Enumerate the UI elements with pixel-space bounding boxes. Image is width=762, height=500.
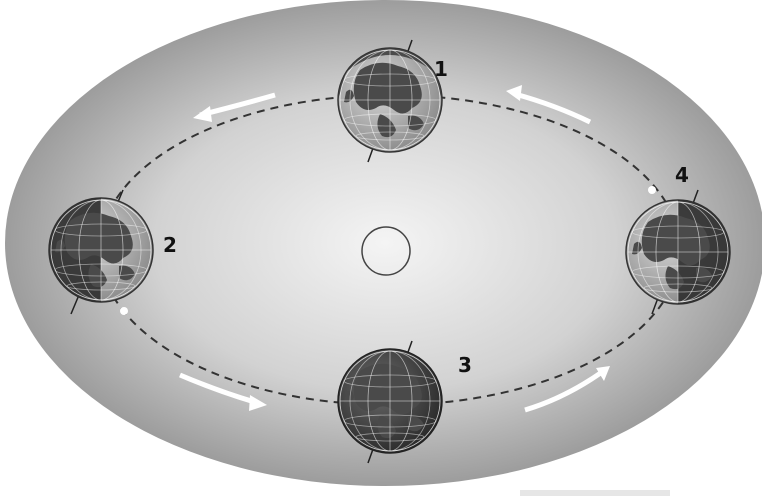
- label-position-2: 2: [163, 233, 177, 257]
- orbit-marker-left: [120, 307, 128, 315]
- label-position-4: 4: [675, 163, 689, 187]
- label-position-1: 1: [434, 57, 448, 81]
- corner-bar: [520, 490, 670, 496]
- label-position-3: 3: [458, 353, 472, 377]
- orbit-marker-right: [648, 186, 656, 194]
